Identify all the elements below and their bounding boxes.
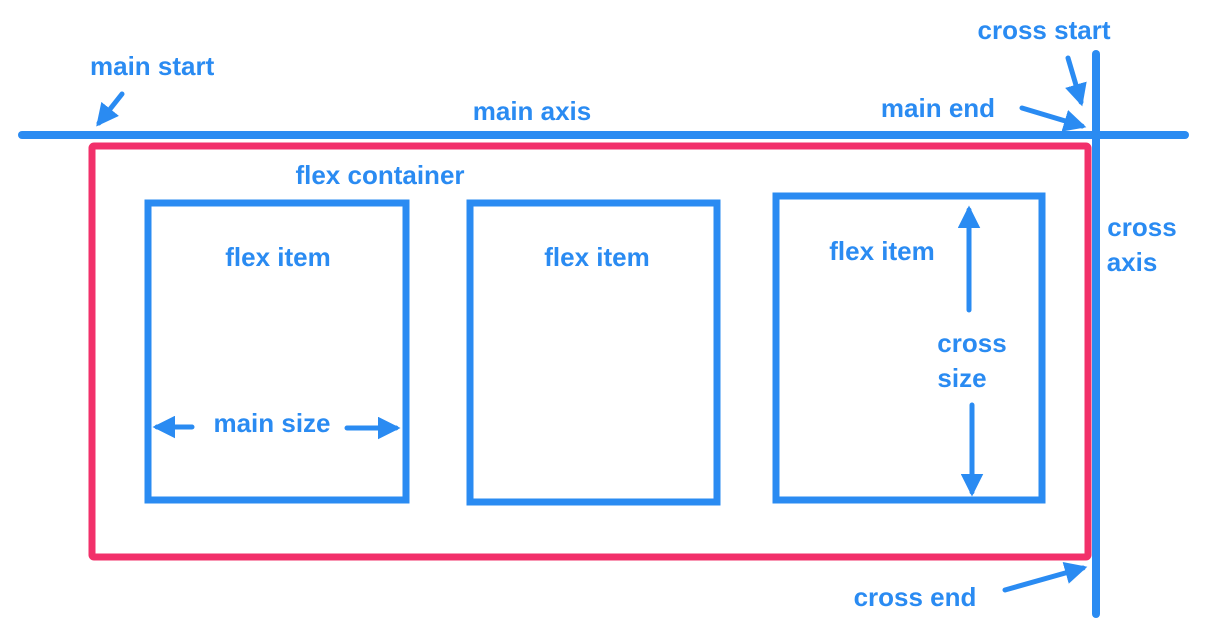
cross-start-label: cross start xyxy=(978,15,1111,45)
main-start-label: main start xyxy=(90,51,215,81)
main-end-label: main end xyxy=(881,93,995,123)
main-end-arrow xyxy=(1019,105,1087,132)
flex-item-label-3: flex item xyxy=(829,236,935,266)
flex-item-box-3 xyxy=(772,192,1046,504)
main-start-arrow xyxy=(96,91,125,127)
flex-item-box-2 xyxy=(466,199,721,506)
cross-axis-label-line2: axis xyxy=(1107,247,1158,277)
cross-axis-label-line1: cross xyxy=(1107,212,1176,242)
cross-size-label-line2: size xyxy=(937,363,986,393)
flex-container-box xyxy=(88,142,1092,561)
main-size-label: main size xyxy=(213,408,330,438)
cross-end-label: cross end xyxy=(854,582,977,612)
flex-item-label-1: flex item xyxy=(225,242,331,272)
main-axis-label: main axis xyxy=(473,96,592,126)
flex-item-box-1 xyxy=(144,199,410,504)
flex-container-label: flex container xyxy=(295,160,464,190)
cross-end-arrow xyxy=(1002,562,1088,593)
cross-size-label-line1: cross xyxy=(937,328,1006,358)
cross-start-arrow xyxy=(1065,55,1087,107)
flex-item-label-2: flex item xyxy=(544,242,650,272)
